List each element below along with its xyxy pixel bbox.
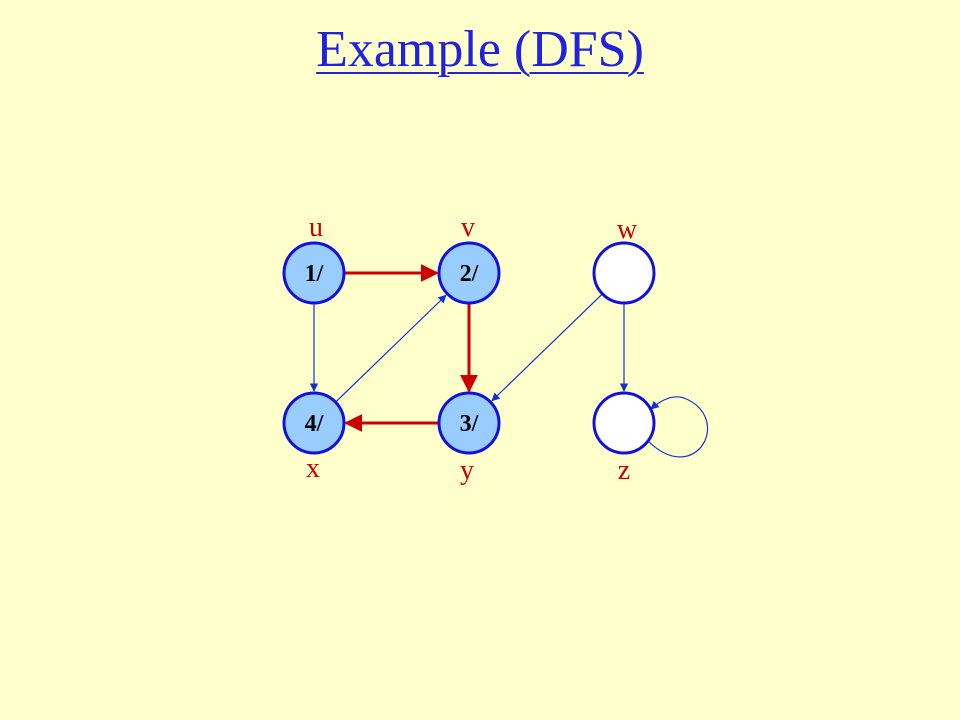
- slide-title: Example (DFS): [316, 21, 644, 78]
- vertex-x-discovery-label: 4/: [305, 411, 324, 437]
- vertex-v-name: v: [461, 212, 475, 243]
- vertex-y-name: y: [460, 455, 474, 486]
- nodes-layer: 1/u 2/v w 4/x 3/y z: [282, 212, 656, 486]
- vertex-u-name: u: [309, 212, 323, 243]
- vertex-w: w: [592, 214, 656, 305]
- vertex-v: 2/v: [437, 212, 501, 305]
- vertex-y: 3/y: [437, 391, 501, 486]
- vertex-z-name: z: [618, 455, 630, 486]
- vertex-y-discovery-label: 3/: [460, 411, 479, 437]
- vertex-w-name: w: [617, 214, 638, 245]
- vertex-y-circle: [437, 391, 501, 455]
- edges-layer: [309, 264, 709, 458]
- vertex-u-circle: [282, 241, 346, 305]
- vertex-z-circle: [592, 391, 656, 455]
- edge-z-z: [647, 396, 709, 458]
- edge-x-v: [335, 294, 447, 402]
- edge-w-y: [491, 294, 603, 402]
- vertex-u: 1/u: [282, 212, 346, 305]
- vertex-x-name: x: [306, 453, 320, 484]
- vertex-z: z: [592, 391, 656, 486]
- vertex-x-circle: [282, 391, 346, 455]
- vertex-u-discovery-label: 1/: [305, 261, 324, 287]
- vertex-v-circle: [437, 241, 501, 305]
- vertex-x: 4/x: [282, 391, 346, 484]
- vertex-w-circle: [592, 241, 656, 305]
- vertex-v-discovery-label: 2/: [460, 261, 479, 287]
